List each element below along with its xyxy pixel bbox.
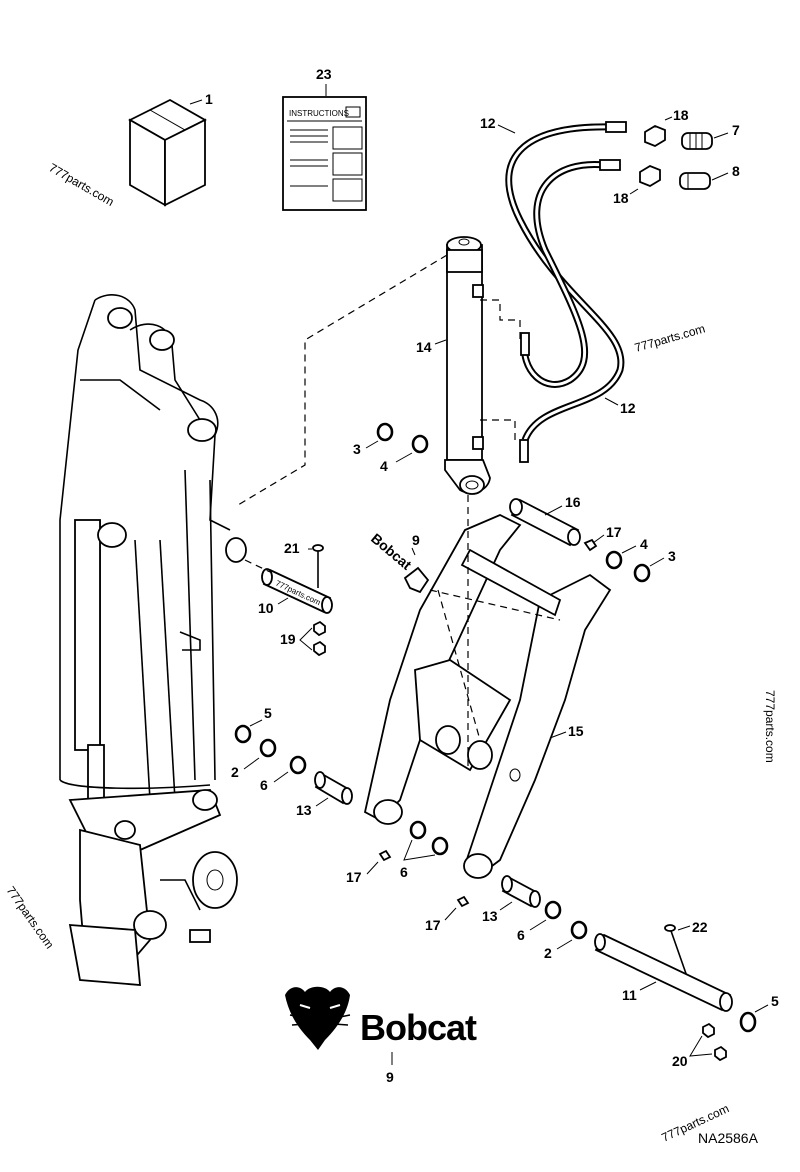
bushing-icon [501,875,541,908]
callout-12-top: 12 [480,115,496,131]
callout-5-right: 5 [771,993,779,1009]
callout-3-upper: 3 [353,441,361,457]
callout-1: 1 [205,91,213,107]
callout-16: 16 [565,494,581,510]
bolt-icon [312,544,324,588]
callout-17-right: 17 [606,524,622,540]
drawing-code: NA2586A [698,1130,759,1146]
bushing-icon [314,771,353,805]
callout-9-decal: 9 [412,532,420,548]
fitting-icon [639,124,666,188]
callout-2-right: 2 [544,945,552,961]
callout-4-right: 4 [640,536,648,552]
callout-11: 11 [622,987,637,1003]
callout-17-mid: 17 [346,869,362,885]
watermark-upper-left: 777parts.com [47,160,117,208]
decal-text: Bobcat [368,530,415,573]
grease-fitting-icon [378,849,470,908]
callout-6-mid: 6 [400,864,408,880]
callout-13-right: 13 [482,908,498,924]
callout-8: 8 [732,163,740,179]
callout-19: 19 [280,631,296,647]
nut-icon [702,1022,727,1062]
callout-17-lower: 17 [425,917,441,933]
hydraulic-cylinder-icon [444,236,491,495]
callout-10: 10 [258,600,274,616]
seal-ring-icon [544,900,588,940]
callout-13-left: 13 [296,802,312,818]
callout-21: 21 [284,540,300,556]
seal-ring-icon [376,422,429,454]
callout-9-logo: 9 [386,1069,394,1085]
arm-bracket-icon [363,514,612,879]
nut-icon [313,620,326,657]
watermark-left-edge: 777parts.com [4,884,57,952]
watermark-right-mid: 777parts.com [633,321,707,354]
pin-icon [509,498,581,547]
callout-12-bottom: 12 [620,400,636,416]
pivot-pin-icon [594,933,733,1012]
callout-14: 14 [416,339,432,355]
callout-4-upper: 4 [380,458,388,474]
brand-wordmark: Bobcat [360,1007,477,1048]
callout-15: 15 [568,723,584,739]
box-part-icon [128,98,207,207]
callout-18-bottom: 18 [613,190,629,206]
callout-6-right: 6 [517,927,525,943]
adapter-icon [679,132,713,190]
instructions-manual-icon: INSTRUCTIONS [282,96,367,211]
assembly-leader-lines [237,254,561,770]
callout-2-left: 2 [231,764,239,780]
seal-ring-icon [739,1011,757,1033]
callout-5-left: 5 [264,705,272,721]
callout-6-left: 6 [260,777,268,793]
callout-20: 20 [672,1053,688,1069]
callout-7: 7 [732,122,740,138]
callout-3-right: 3 [668,548,676,564]
seal-ring-icon [605,550,651,583]
seal-ring-icon [409,820,449,856]
hydraulic-hose-icon [505,121,627,463]
callout-18-top: 18 [673,107,689,123]
instructions-label: INSTRUCTIONS [289,109,349,118]
seal-ring-icon [234,724,307,775]
boom-assembly-icon [59,294,247,986]
callout-22: 22 [692,919,708,935]
bobcat-logo-icon: Bobcat [285,986,478,1050]
callout-23: 23 [316,66,332,82]
watermark-right-edge: 777parts.com [763,690,777,763]
